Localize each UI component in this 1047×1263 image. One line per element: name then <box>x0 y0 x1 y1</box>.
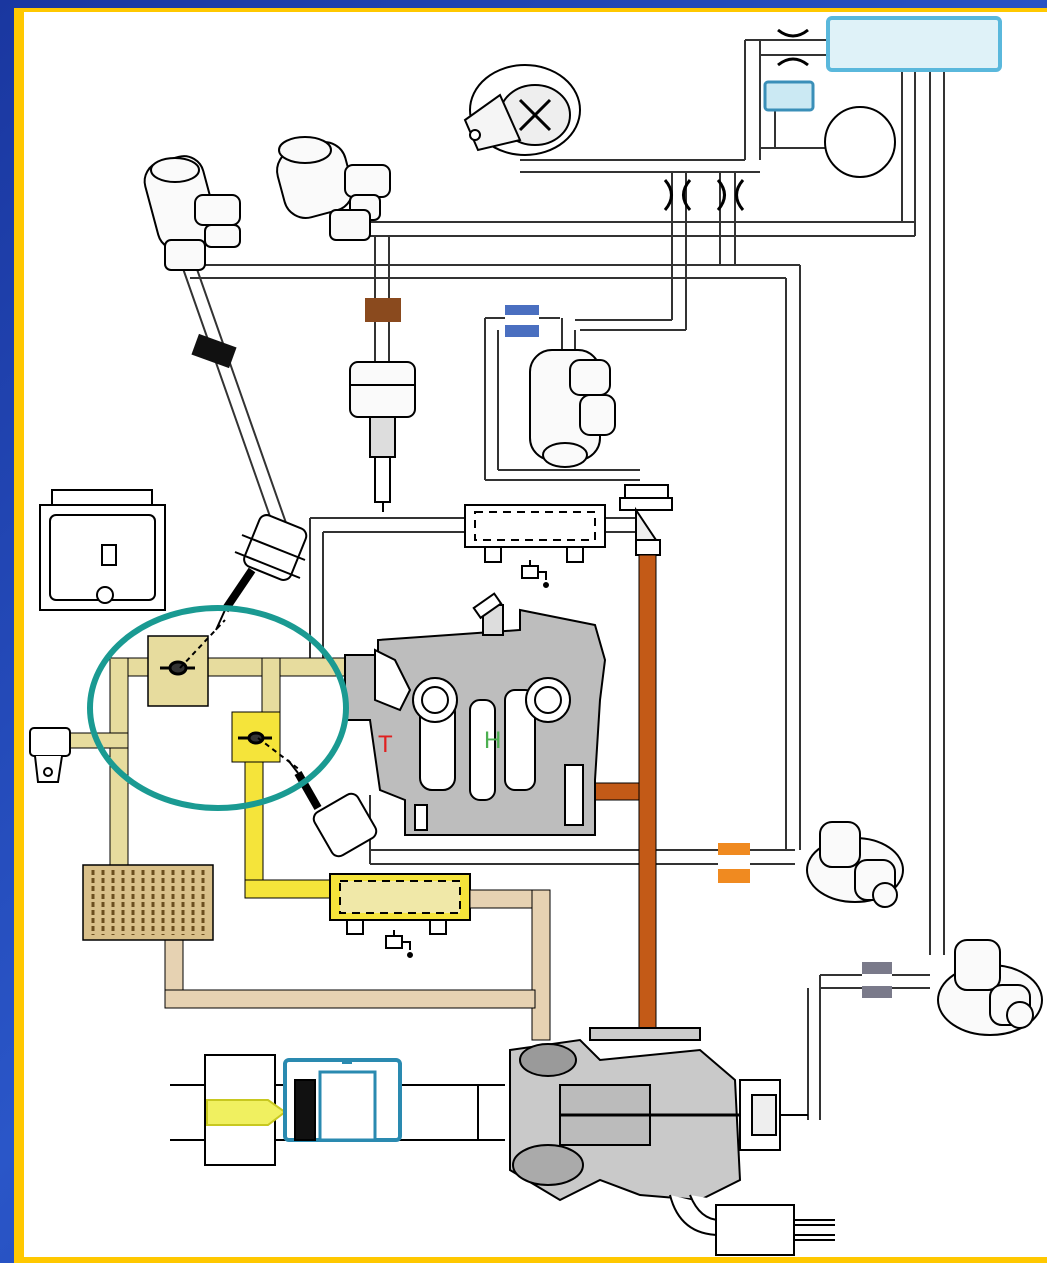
ecu-box-icon <box>40 490 165 610</box>
egr-valve-icon <box>620 485 672 555</box>
marker-blue-gap <box>505 315 539 325</box>
solenoid-valve-icon-2 <box>272 137 390 240</box>
reservoir-box <box>828 18 1000 70</box>
intake-duct <box>170 1055 505 1165</box>
wastegate-solenoid-icon <box>938 940 1042 1035</box>
vacuum-pump-icon <box>465 65 580 155</box>
egr-solenoid-icon <box>530 350 615 467</box>
marker-gray-gap <box>862 974 892 986</box>
egr-pipe <box>594 555 656 1030</box>
engine-block-icon <box>345 594 605 835</box>
cooler-icon <box>465 505 605 562</box>
yellow-cooler-icon <box>330 874 470 934</box>
turbocharger-icon <box>510 1028 808 1200</box>
marker-brown <box>365 298 401 322</box>
air-filter-icon <box>83 865 213 940</box>
drain-tap-icon <box>522 560 548 587</box>
small-sensor-box <box>765 82 813 110</box>
turbine-side-label: T <box>378 731 393 758</box>
vacuum-tank-icon <box>825 107 895 177</box>
drain-tap-icon-2 <box>386 930 412 957</box>
compressor-side-label: H <box>484 727 501 754</box>
marker-black <box>191 334 236 368</box>
actuator-lower-icon <box>288 760 379 859</box>
solenoid-valve-icon <box>140 152 240 270</box>
restrictor-icons <box>665 30 808 210</box>
exhaust-pipe <box>670 1195 835 1255</box>
marker-orange-gap <box>718 855 750 869</box>
actuator-icon <box>350 362 415 512</box>
pressure-sensor-icon <box>30 728 70 782</box>
boost-solenoid-icon <box>807 822 903 907</box>
